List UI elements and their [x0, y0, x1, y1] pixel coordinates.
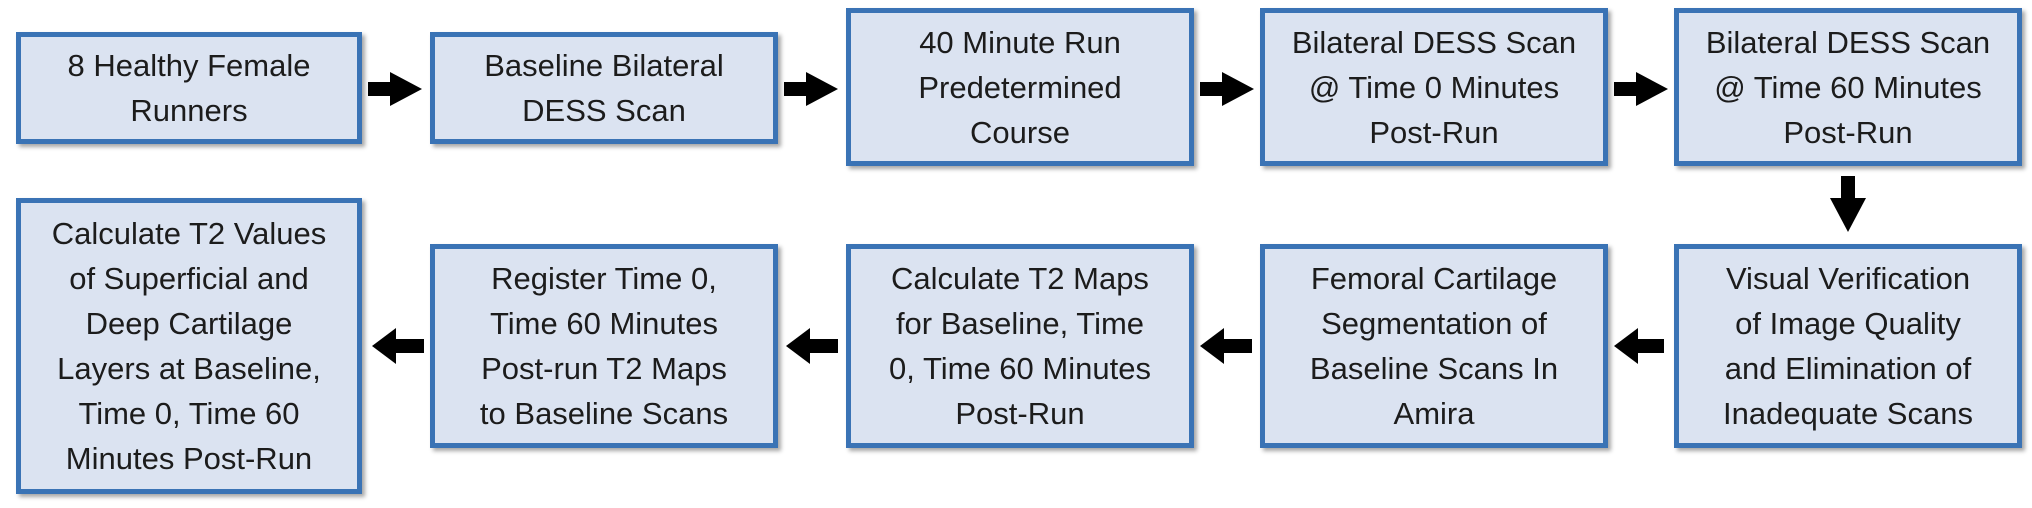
arrow-left-1: [1614, 328, 1664, 364]
step-label-6: Visual Verification of Image Quality and…: [1723, 261, 1973, 431]
step-box-7: Femoral Cartilage Segmentation of Baseli…: [1260, 244, 1608, 448]
step-label-2: Baseline Bilateral DESS Scan: [484, 48, 724, 128]
step-box-8: Calculate T2 Maps for Baseline, Time 0, …: [846, 244, 1194, 448]
arrow-down-1: [1830, 176, 1866, 232]
step-box-2: Baseline Bilateral DESS Scan: [430, 32, 778, 144]
arrow-left-3: [786, 328, 838, 364]
step-box-10: Calculate T2 Values of Superficial and D…: [16, 198, 362, 494]
step-box-6: Visual Verification of Image Quality and…: [1674, 244, 2022, 448]
step-box-9: Register Time 0, Time 60 Minutes Post-ru…: [430, 244, 778, 448]
arrow-right-1: [368, 72, 422, 106]
step-box-1: 8 Healthy Female Runners: [16, 32, 362, 144]
arrow-right-2: [784, 72, 838, 106]
step-label-7: Femoral Cartilage Segmentation of Baseli…: [1309, 261, 1559, 431]
step-box-4: Bilateral DESS Scan @ Time 0 Minutes Pos…: [1260, 8, 1608, 166]
step-label-1: 8 Healthy Female Runners: [67, 48, 311, 128]
arrow-left-2: [1200, 328, 1252, 364]
step-box-3: 40 Minute Run Predetermined Course: [846, 8, 1194, 166]
step-label-8: Calculate T2 Maps for Baseline, Time 0, …: [889, 261, 1151, 431]
step-label-3: 40 Minute Run Predetermined Course: [918, 24, 1122, 150]
step-label-9: Register Time 0, Time 60 Minutes Post-ru…: [479, 261, 729, 431]
step-box-5: Bilateral DESS Scan @ Time 60 Minutes Po…: [1674, 8, 2022, 166]
arrow-right-3: [1200, 72, 1254, 106]
step-label-10: Calculate T2 Values of Superficial and D…: [51, 216, 327, 476]
step-label-4: Bilateral DESS Scan @ Time 0 Minutes Pos…: [1291, 24, 1577, 150]
arrow-right-4: [1614, 72, 1668, 106]
arrow-left-4: [372, 328, 424, 364]
step-label-5: Bilateral DESS Scan @ Time 60 Minutes Po…: [1705, 24, 1991, 150]
